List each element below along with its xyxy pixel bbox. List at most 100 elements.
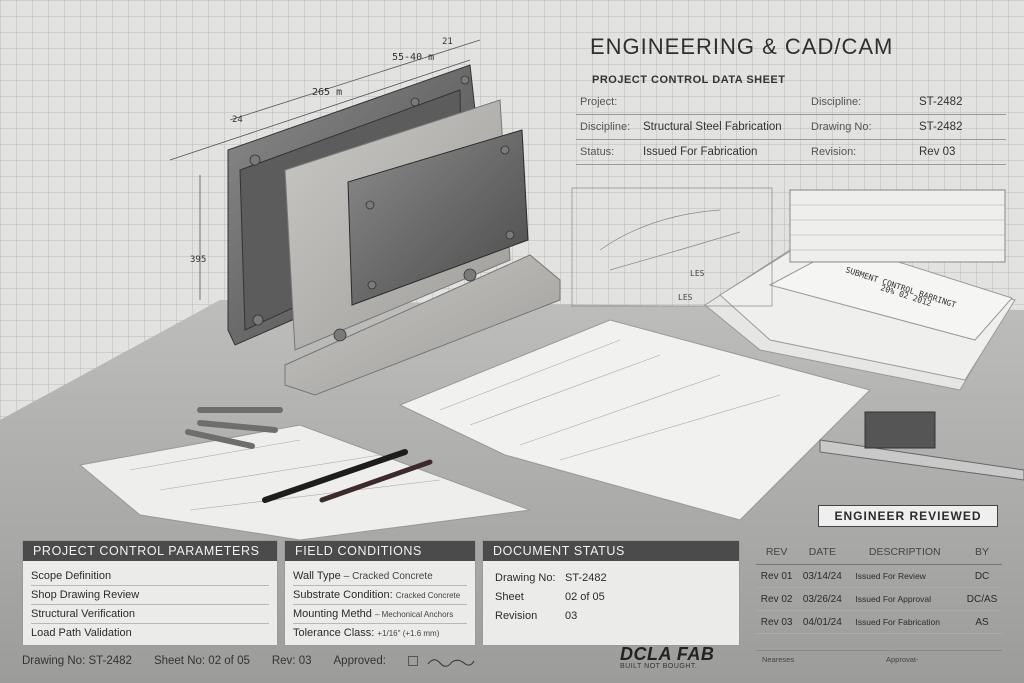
sketch-label-2: LES [678,293,693,302]
doc-sheet-label: Sheet [495,591,524,603]
signoff-right: Approvat- [886,655,919,664]
discipline-value: Structural Steel Fabrication [639,114,807,140]
list-item: Load Path Validation [31,627,132,639]
footer-rev: Rev: 03 [271,655,312,667]
dim-left-label: 24 [232,115,243,125]
field-value: Cracked Concrete [395,591,461,600]
page-title: ENGINEERING & CAD/CAM [590,34,894,59]
field-row: Substrate Condition: Cracked Concrete [293,586,467,605]
concrete-base [284,254,561,396]
logo-name: DCLA FAB [620,644,715,664]
project-control-panel: PROJECT CONTROL PARAMETERS Scope Definit… [22,540,278,646]
drawing-no-value: ST-2482 [915,114,1006,140]
by-cell: DC [962,564,1002,588]
anchor-bolts [249,75,515,342]
field-conditions-panel: FIELD CONDITIONS Wall Type – Cracked Con… [284,540,476,646]
footer-bar: Drawing No: ST-2482 Sheet No: 02 of 05 R… [22,648,742,674]
pen-red [319,459,433,503]
engineer-reviewed-stamp: ENGINEER REVIEWED [818,505,998,527]
reference-table [789,189,1006,263]
footer-sheet-no: Sheet No: 02 of 05 [153,655,250,667]
date-header: DATE [797,540,848,565]
description-header: DESCRIPTION [847,540,963,565]
anchor-bolt-set [185,407,283,449]
signoff-line: Neareses Approvat- [756,650,1002,671]
dim-top-label: 55-40 m [392,52,434,63]
footer-drawing-no: Drawing No: ST-2482 [22,655,132,667]
doc-sheet-value: 02 of 05 [565,591,605,603]
dim-mid-label: 265 m [312,87,342,98]
revision-label: Revision: [807,139,915,165]
date-cell: 03/14/24 [797,564,848,588]
date-cell: 04/01/24 [797,610,848,634]
page-subtitle: PROJECT CONTROL DATA SHEET [592,74,786,86]
discipline-label: Discipline: [576,114,639,140]
date-cell: 03/26/24 [797,587,848,611]
project-control-list: Scope Definition Shop Drawing Review Str… [23,567,277,642]
description-cell: Issued For Review [847,564,963,588]
field-label: Wall Type [293,570,341,582]
rev-cell: Rev 02 [756,587,798,611]
field-row: Mounting Methd – Mechonical Anchors [293,605,467,624]
project-control-heading: PROJECT CONTROL PARAMETERS [23,541,277,561]
document-status-heading: DOCUMENT STATUS [483,541,739,561]
approval-checkbox[interactable] [407,656,418,666]
field-conditions-heading: FIELD CONDITIONS [285,541,475,561]
caliper [819,411,1024,481]
drawing-sheet-center [398,319,871,521]
document-status-panel: DOCUMENT STATUS Drawing No: ST-2482 Sheet… [482,540,740,646]
description-cell: Issued For Fabrication [847,610,963,634]
table-row: Rev 03 04/01/24 Issued For Fabrication A… [756,610,1002,634]
list-item: Scope Definition [31,567,269,586]
discipline-value-right: ST-2482 [915,90,1006,115]
doc-revision-row: Revision 03 [495,607,727,626]
doc-revision-label: Revision [495,610,538,622]
footer-approved: Approved: [333,655,386,667]
field-value: +1/16" (+1.6 mm) [377,629,440,638]
project-label: Project: [576,90,639,115]
doc-drawing-label: Drawing No: [495,572,556,584]
drawing-sheet-left [78,424,531,541]
by-cell: AS [962,610,1002,634]
by-cell: DC/AS [962,587,1002,611]
field-value: – Mechonical Anchors [374,610,454,619]
sketch-area [571,187,773,307]
table-row: Rev 02 03/26/24 Issued For Approval DC/A… [756,587,1002,611]
field-row: Tolerance Class: +1/16" (+1.6 mm) [293,624,467,642]
doc-drawing-value: ST-2482 [565,572,607,584]
dim-top-small-label: 21 [442,37,453,47]
field-label: Tolerance Class: [293,627,375,639]
field-row: Wall Type – Cracked Concrete [293,567,467,586]
signature-icon [427,659,475,667]
discipline-label-right: Discipline: [807,90,915,115]
dim-side-label: 395 [190,255,206,265]
table-row: Rev 01 03/14/24 Issued For Review DC [756,564,1002,588]
dimension-lines [169,39,481,300]
company-logo: DCLA FAB BUILT NOT BOUGHT. [620,644,714,670]
status-label: Status: [576,139,639,165]
signoff-left: Neareses [762,655,795,664]
field-conditions-list: Wall Type – Cracked Concrete Substrate C… [285,567,475,642]
status-value: Issued For Fabrication [639,139,807,165]
doc-revision-value: 03 [565,610,578,622]
steel-plate [347,129,529,306]
doc-sheet-row: Sheet 02 of 05 [495,588,727,607]
description-cell: Issued For Approval [847,587,963,611]
by-header: BY [962,540,1002,565]
field-label: Substrate Condition: [293,589,393,601]
project-value [639,90,807,115]
list-item: Shop Drawing Review [31,586,269,605]
revision-value: Rev 03 [915,139,1006,165]
doc-drawing-row: Drawing No: ST-2482 [495,569,727,588]
rev-cell: Rev 01 [756,564,798,588]
title-block: ENGINEERING & CAD/CAM PROJECT CONTROL DA… [578,22,1008,86]
field-label: Mounting Methd [293,608,372,620]
rev-cell: Rev 03 [756,610,798,634]
field-value: – Cracked Concrete [343,571,433,582]
revision-table: REV DATE DESCRIPTION BY Rev 01 03/14/24 … [756,540,1002,634]
meta-table: Project: Discipline: ST-2482 Discipline:… [576,90,1006,165]
list-item: Structural Verification [31,605,269,624]
drawing-no-label: Drawing No: [807,114,915,140]
sketch-label-1: LES [690,269,705,278]
